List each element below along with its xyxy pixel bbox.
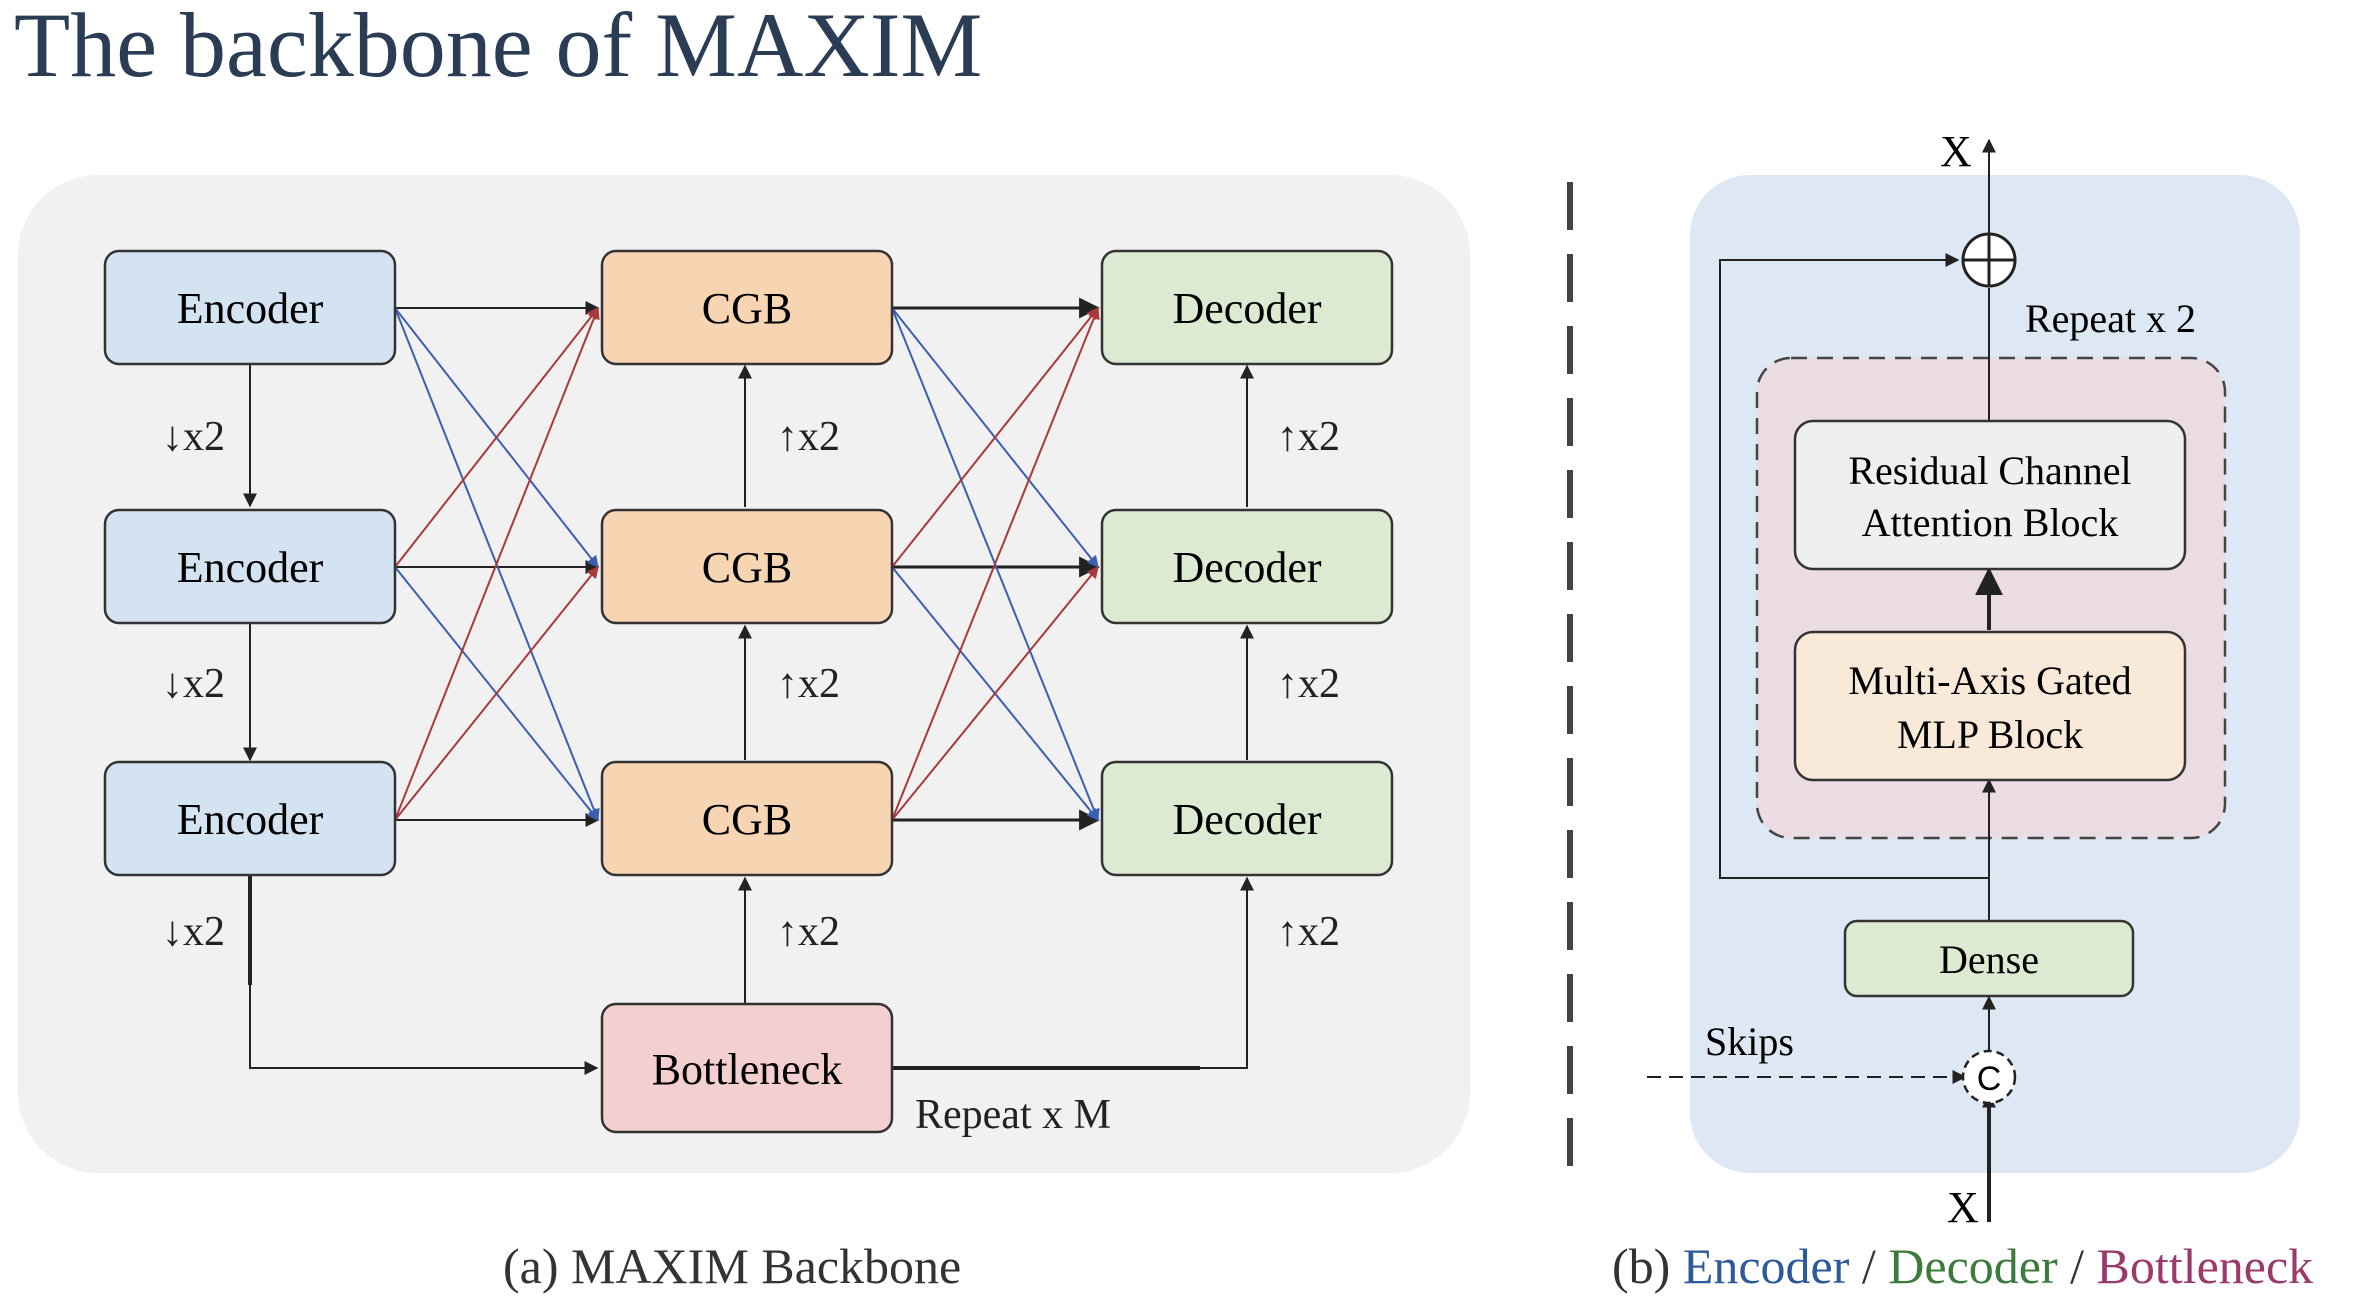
svg-text:Decoder: Decoder bbox=[1172, 543, 1321, 592]
svg-text:Encoder: Encoder bbox=[177, 284, 324, 333]
upsample-label: ↑x2 bbox=[777, 661, 840, 707]
upsample-label: ↑x2 bbox=[1277, 661, 1340, 707]
downsample-label: ↓x2 bbox=[162, 661, 225, 707]
cgb-block: CGB bbox=[600, 508, 894, 625]
input-x-label: X bbox=[1947, 1183, 1979, 1232]
svg-text:Multi-Axis Gated: Multi-Axis Gated bbox=[1848, 658, 2131, 703]
multi-axis-gated-mlp-block: Multi-Axis Gated MLP Block bbox=[1793, 630, 2187, 782]
svg-text:Bottleneck: Bottleneck bbox=[652, 1045, 843, 1094]
decoder-block: Decoder bbox=[1100, 508, 1394, 625]
upsample-label: ↑x2 bbox=[777, 909, 840, 955]
encoder-block: Encoder bbox=[103, 249, 397, 366]
caption-bottleneck: Bottleneck bbox=[2096, 1238, 2314, 1294]
dense-block: Dense bbox=[1843, 919, 2135, 998]
svg-text:Attention Block: Attention Block bbox=[1862, 500, 2119, 545]
svg-text:CGB: CGB bbox=[702, 284, 792, 333]
decoder-block: Decoder bbox=[1100, 760, 1394, 877]
caption-separator: / bbox=[2057, 1238, 2097, 1294]
encoder-block: Encoder bbox=[103, 508, 397, 625]
svg-text:CGB: CGB bbox=[702, 795, 792, 844]
downsample-label: ↓x2 bbox=[162, 414, 225, 460]
panel-b-caption: (b) Encoder / Decoder / Bottleneck bbox=[1612, 1237, 2313, 1295]
svg-text:Decoder: Decoder bbox=[1172, 284, 1321, 333]
svg-text:Encoder: Encoder bbox=[177, 795, 324, 844]
cgb-block: CGB bbox=[600, 760, 894, 877]
upsample-label: ↑x2 bbox=[777, 414, 840, 460]
cgb-block: CGB bbox=[600, 249, 894, 366]
output-x-label: X bbox=[1940, 127, 1972, 176]
bottleneck-block: Bottleneck bbox=[600, 1002, 894, 1134]
residual-channel-attention-block: Residual Channel Attention Block bbox=[1793, 419, 2187, 571]
svg-text:C: C bbox=[1977, 1060, 2002, 1098]
caption-encoder: Encoder bbox=[1682, 1238, 1850, 1294]
encoder-to-cgb-links bbox=[394, 301, 600, 827]
cgb-to-decoder-links bbox=[891, 297, 1101, 831]
page-title: The backbone of MAXIM bbox=[14, 0, 983, 96]
panel-b-flow-lines bbox=[1647, 138, 2003, 1222]
svg-text:Residual Channel: Residual Channel bbox=[1848, 448, 2131, 493]
encoder-block: Encoder bbox=[103, 760, 397, 877]
skips-label: Skips bbox=[1705, 1019, 1794, 1064]
bottleneck-to-decoder-link bbox=[892, 364, 1254, 1070]
caption-separator: / bbox=[1849, 1238, 1889, 1294]
encoder-downsample-links bbox=[243, 365, 599, 1075]
svg-text:Decoder: Decoder bbox=[1172, 795, 1321, 844]
panel-a-caption: (a) MAXIM Backbone bbox=[503, 1238, 962, 1294]
svg-text:Dense: Dense bbox=[1939, 937, 2039, 982]
addition-node bbox=[1961, 232, 2017, 288]
svg-text:CGB: CGB bbox=[702, 543, 792, 592]
caption-decoder: Decoder bbox=[1888, 1238, 2058, 1294]
concat-node: C bbox=[1961, 1049, 2017, 1105]
svg-text:Encoder: Encoder bbox=[177, 543, 324, 592]
caption-prefix: (b) bbox=[1612, 1238, 1683, 1294]
repeat-label: Repeat x M bbox=[915, 1092, 1111, 1138]
svg-text:MLP Block: MLP Block bbox=[1897, 712, 2083, 757]
repeat-x2-label: Repeat x 2 bbox=[2025, 296, 2196, 341]
decoder-block: Decoder bbox=[1100, 249, 1394, 366]
upsample-label: ↑x2 bbox=[1277, 909, 1340, 955]
downsample-label: ↓x2 bbox=[162, 909, 225, 955]
upsample-label: ↑x2 bbox=[1277, 414, 1340, 460]
